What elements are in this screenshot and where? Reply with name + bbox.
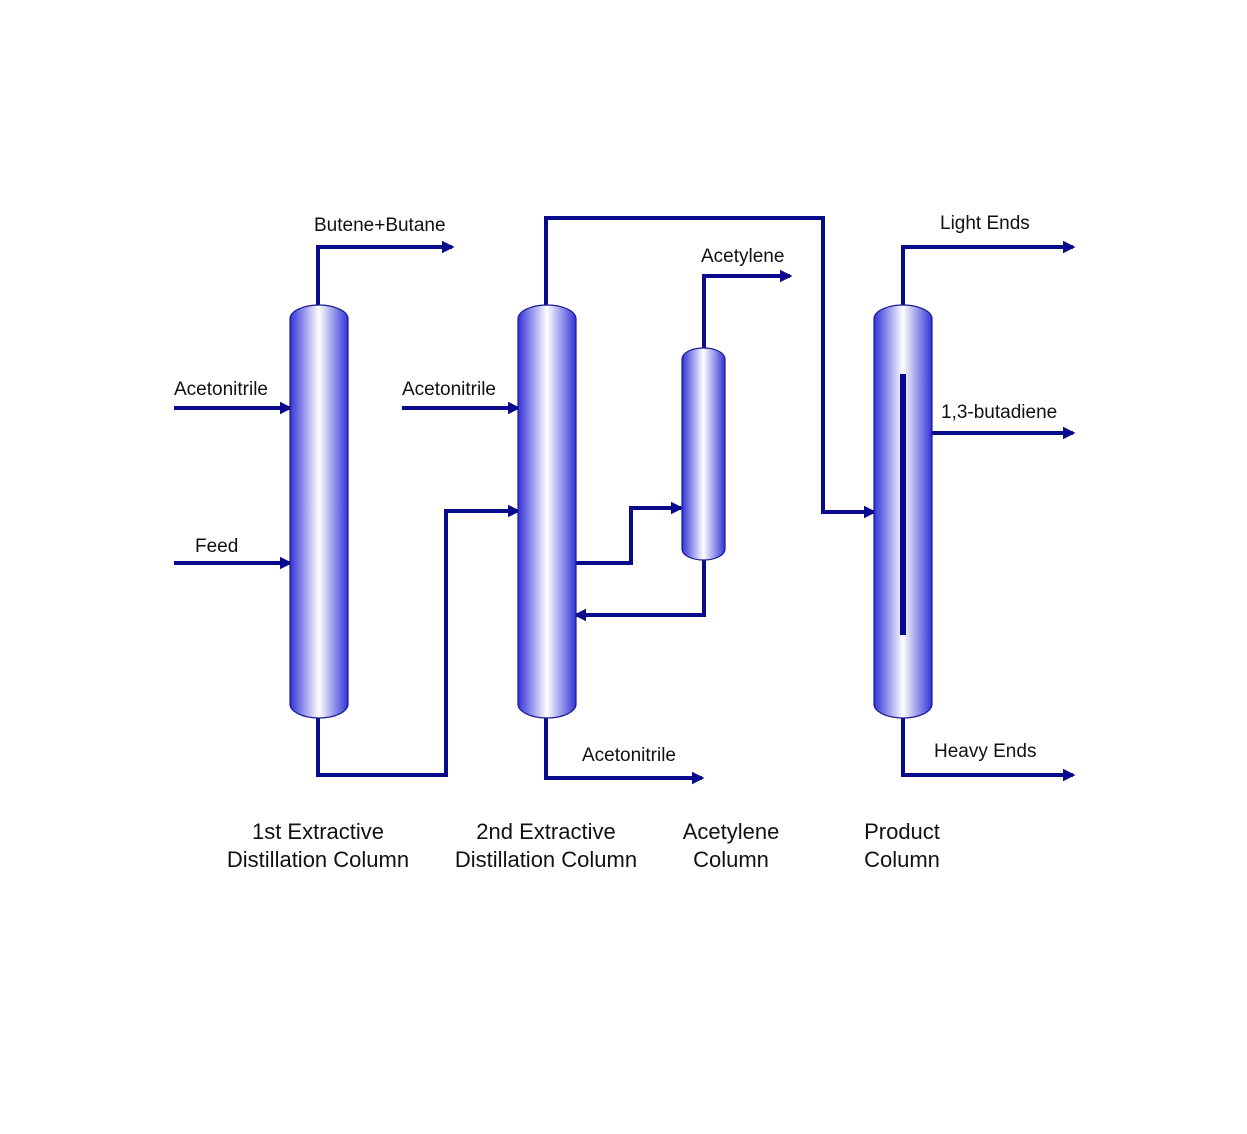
column-3-vessel <box>681 347 726 561</box>
label-c1-feed: Feed <box>195 536 238 557</box>
column-4-name-line2: Column <box>864 847 940 872</box>
label-c4-bottoms: Heavy Ends <box>934 741 1036 762</box>
c2-bottoms-line <box>544 718 705 785</box>
c1-overhead-line <box>316 240 455 305</box>
c4-overhead-line <box>901 240 1076 305</box>
label-c3-overhead: Acetylene <box>701 246 784 267</box>
c2-side-draw-to-c3-line <box>576 501 684 565</box>
column-3-name-line2: Column <box>693 847 769 872</box>
c1-bottoms-to-c2-line <box>316 504 521 777</box>
column-2-name-line1: 2nd Extractive <box>476 819 615 844</box>
label-c2-bottoms: Acetonitrile <box>582 745 676 766</box>
column-2-vessel <box>517 304 577 719</box>
column-1-name-line2: Distillation Column <box>227 847 409 872</box>
label-c4-overhead: Light Ends <box>940 213 1030 234</box>
c4-bottoms-line <box>901 718 1076 782</box>
column-4-internal-baffle <box>900 374 906 635</box>
c3-overhead-line <box>702 269 793 348</box>
column-4-name-line1: Product <box>864 819 940 844</box>
label-c4-side: 1,3-butadiene <box>941 402 1057 423</box>
column-1-name-line1: 1st Extractive <box>252 819 384 844</box>
label-c1-overhead: Butene+Butane <box>314 215 446 236</box>
c2-overhead-to-product-line <box>544 216 877 519</box>
label-c1-solvent: Acetonitrile <box>174 379 268 400</box>
column-3-name-line1: Acetylene <box>683 819 780 844</box>
label-c2-solvent: Acetonitrile <box>402 379 496 400</box>
column-1-vessel <box>289 304 349 719</box>
column-2-name-line2: Distillation Column <box>455 847 637 872</box>
c3-bottoms-return-line <box>573 560 706 622</box>
